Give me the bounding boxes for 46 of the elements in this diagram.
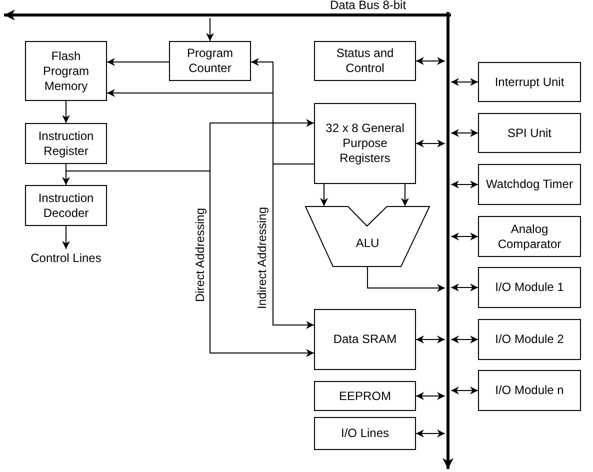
arrow xyxy=(416,140,446,148)
block-box: Program Counter xyxy=(169,41,251,81)
label-text: Control Lines xyxy=(30,250,102,266)
arrow xyxy=(450,78,478,86)
arrow xyxy=(450,336,478,344)
arrow xyxy=(416,336,446,344)
block-box: 32 x 8 General Purpose Registers xyxy=(314,103,416,184)
arrow xyxy=(206,18,214,42)
arrow xyxy=(272,164,314,329)
block-box: Data SRAM xyxy=(314,309,416,370)
arrow xyxy=(320,184,328,206)
arrow xyxy=(450,386,478,394)
bus-arrow xyxy=(442,441,454,469)
arrow xyxy=(62,100,70,124)
block-box: Instruction Decoder xyxy=(25,185,107,226)
edge-label: Direct Addressing xyxy=(193,208,207,302)
block-box: SPI Unit xyxy=(478,113,581,153)
block-box: I/O Module n xyxy=(478,370,581,411)
block-box: Watchdog Timer xyxy=(478,164,581,205)
arrow xyxy=(450,129,478,137)
block-box: Status and Control xyxy=(314,41,416,81)
arrow xyxy=(416,430,446,438)
arrow xyxy=(450,232,478,240)
bus-label: Data Bus 8-bit xyxy=(330,0,406,11)
data-bus-line xyxy=(40,12,451,18)
block-box: I/O Lines xyxy=(314,417,416,450)
block-box: Flash Program Memory xyxy=(25,41,107,101)
bus-arrow xyxy=(4,10,40,20)
block-box: I/O Module 2 xyxy=(478,319,581,360)
edge-label: Indirect Addressing xyxy=(255,206,269,310)
block-box: Analog Comparator xyxy=(478,216,581,257)
block-box: Instruction Register xyxy=(25,123,107,164)
arrow xyxy=(450,284,478,292)
arrow xyxy=(450,180,478,188)
arrow xyxy=(62,226,70,250)
block-box: I/O Module 1 xyxy=(478,267,581,308)
data-bus-line xyxy=(445,12,451,441)
arrow xyxy=(106,58,170,66)
block-box: Interrupt Unit xyxy=(478,62,581,102)
arrow xyxy=(416,392,446,400)
arrow xyxy=(416,57,446,65)
alu-trapezoid xyxy=(305,206,430,267)
label-text: ALU xyxy=(354,236,380,251)
block-box: EEPROM xyxy=(314,381,416,411)
arrow xyxy=(401,184,409,206)
arrow xyxy=(367,266,446,292)
